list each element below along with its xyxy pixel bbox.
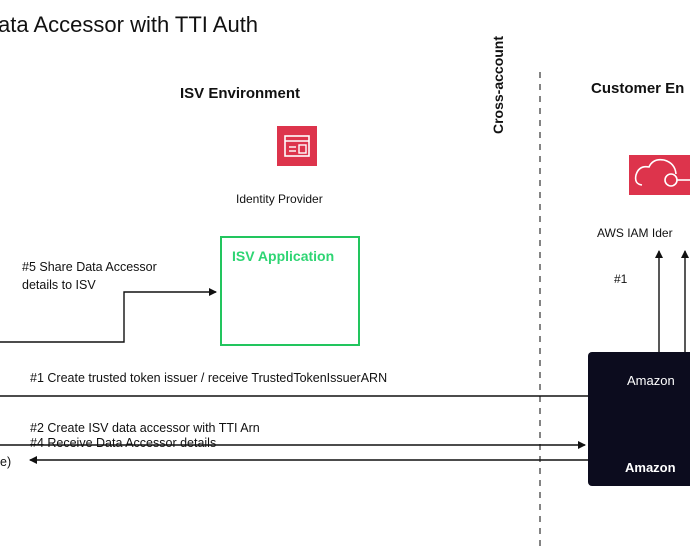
page-title: ata Accessor with TTI Auth	[0, 12, 259, 37]
amazon-service-box	[588, 352, 690, 486]
step2-label: #2 Create ISV data accessor with TTI Arn	[30, 421, 260, 435]
isv-application-title: ISV Application	[232, 248, 335, 264]
aws-iam-label: AWS IAM Ider	[597, 226, 673, 240]
step4-label: #4 Receive Data Accessor details	[30, 436, 217, 450]
identity-provider-icon	[277, 126, 317, 166]
iam-step-number: #1	[614, 272, 628, 286]
amazon-service-label: Amazon	[625, 460, 676, 475]
cross-account-label: Cross-account	[490, 35, 506, 134]
isv-application-box	[220, 236, 360, 346]
share-arrow	[0, 288, 217, 343]
clipped-text-fragment: e)	[0, 455, 12, 469]
share-step-label: #5 Share Data Accessor details to ISV	[22, 260, 157, 292]
amazon-q-label: Amazon	[627, 373, 675, 388]
isv-environment-label: ISV Environment	[180, 85, 301, 102]
identity-provider-label: Identity Provider	[236, 192, 323, 206]
iam-identity-center-icon	[629, 155, 690, 195]
customer-environment-label: Customer En	[591, 80, 685, 97]
step1-label: #1 Create trusted token issuer / receive…	[30, 371, 388, 385]
